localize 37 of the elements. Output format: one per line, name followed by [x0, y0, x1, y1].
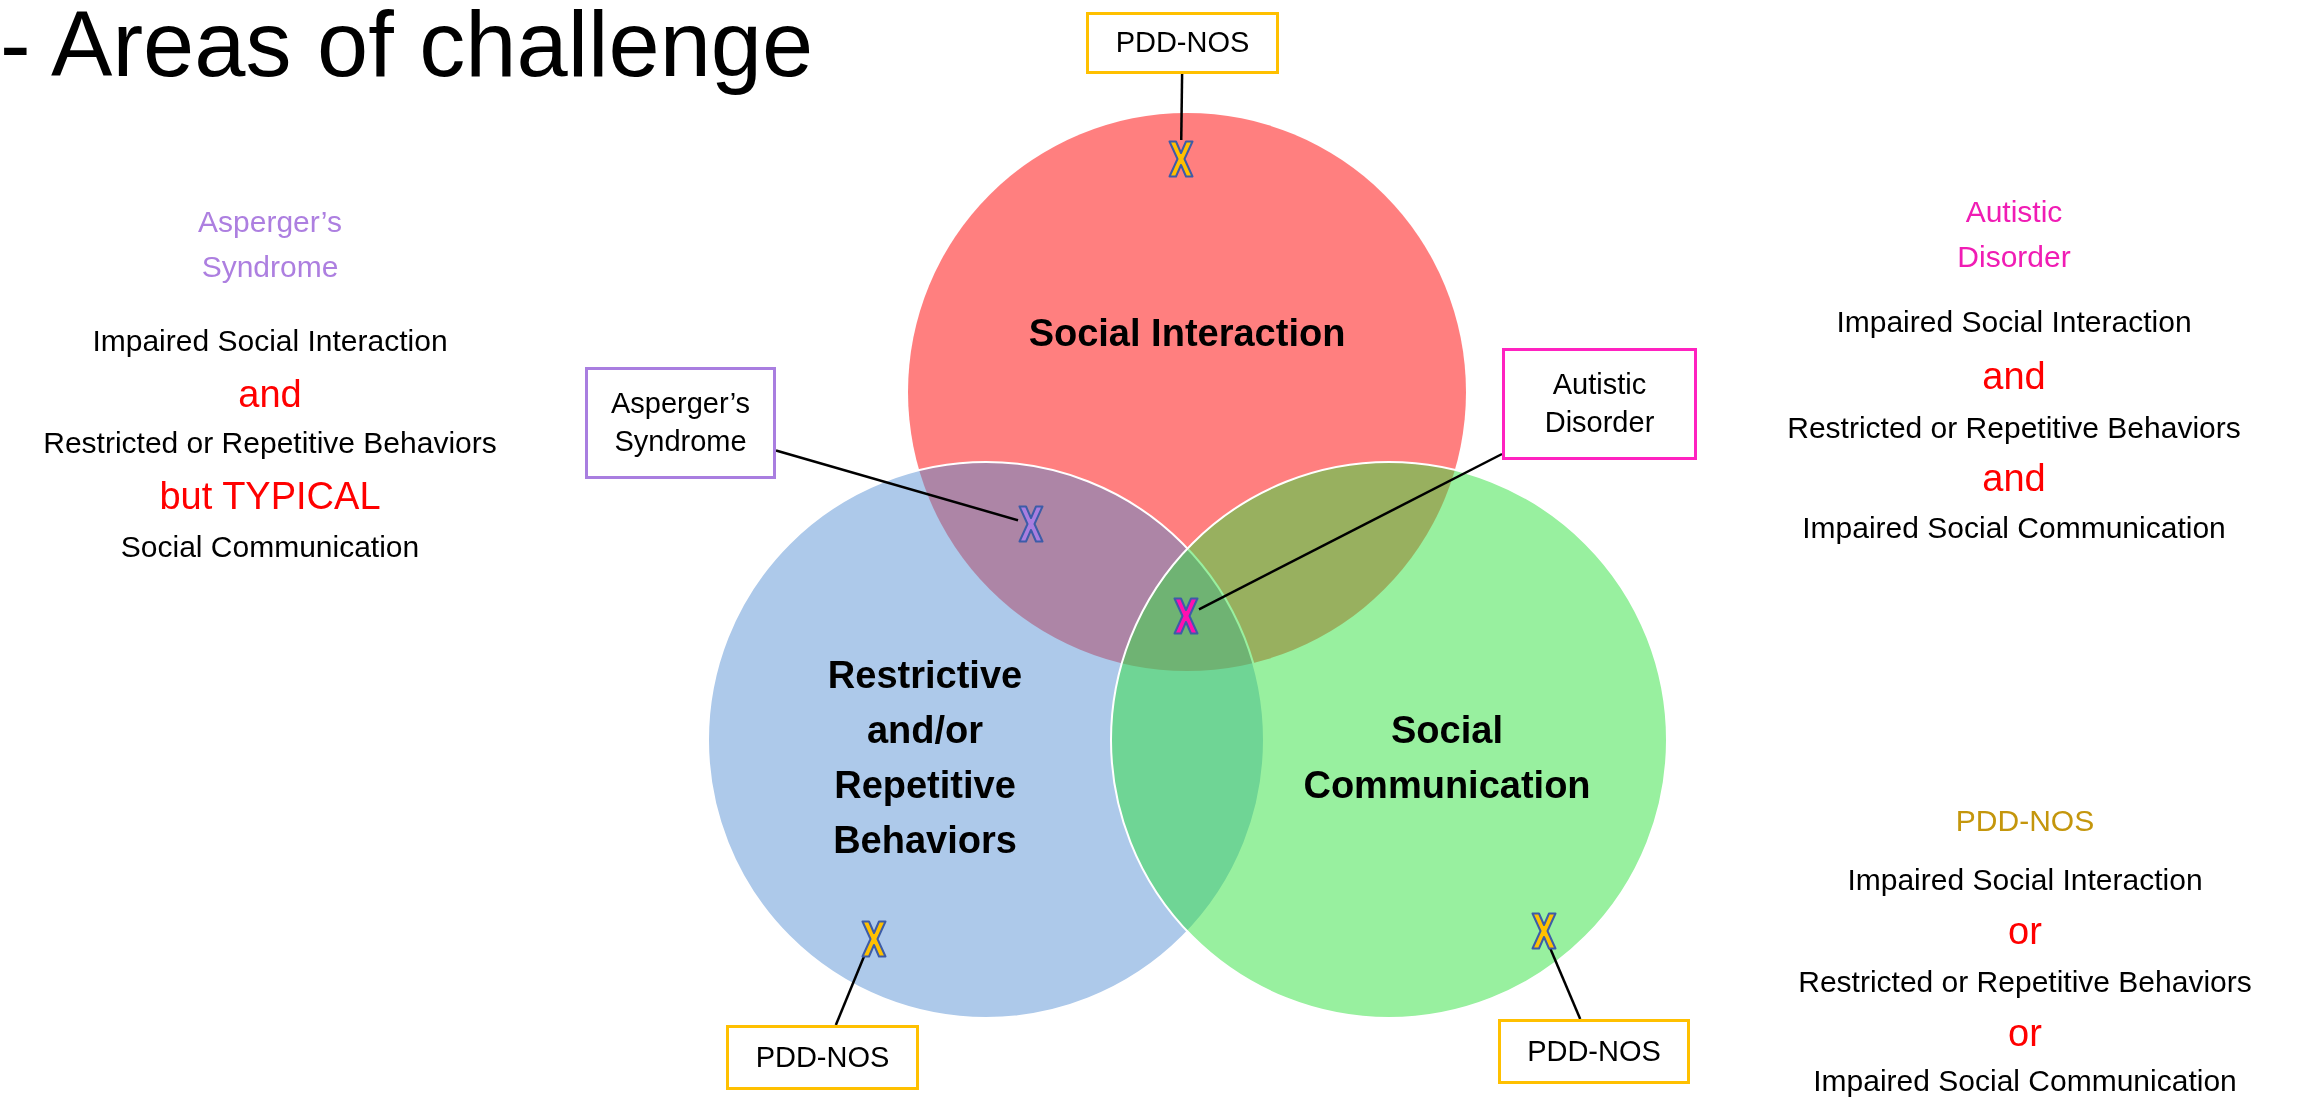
callout-box: Asperger’s Syndrome: [585, 367, 776, 479]
slide-title: - Areas of challenge: [0, 0, 814, 97]
circle-title: Restrictive and/or Repetitive Behaviors: [826, 652, 1024, 864]
criterion-text: Restricted or Repetitive Behaviors: [43, 424, 497, 461]
callout-box: PDD-NOS: [726, 1025, 919, 1090]
criterion-text: Impaired Social Interaction: [1847, 861, 2203, 898]
leader-line: [1548, 947, 1582, 1020]
connective-word: and: [238, 371, 302, 417]
criterion-text: Impaired Social Communication: [1802, 509, 2226, 546]
x-mark: [1018, 505, 1044, 543]
connective-word: and: [1982, 353, 2046, 399]
callout-box: Autistic Disorder: [1502, 348, 1697, 460]
callout-box: PDD-NOS: [1086, 12, 1279, 74]
criterion-text: Impaired Social Interaction: [1836, 303, 2192, 340]
leader-line: [775, 449, 1019, 522]
connective-word: or: [2008, 1010, 2042, 1056]
connective-word: or: [2008, 908, 2042, 954]
connective-word: and: [1982, 455, 2046, 501]
condition-heading: Autistic Disorder: [1956, 194, 2072, 275]
x-mark: [1531, 912, 1557, 950]
leader-line: [1198, 452, 1503, 611]
leader-line: [834, 955, 866, 1026]
circle-title: Social Communication: [1302, 707, 1592, 808]
connective-word: but TYPICAL: [159, 473, 381, 519]
criterion-text: Social Communication: [120, 528, 420, 565]
criterion-text: Restricted or Repetitive Behaviors: [1798, 963, 2252, 1000]
x-mark: [861, 920, 887, 958]
leader-line: [1180, 74, 1184, 140]
criterion-text: Restricted or Repetitive Behaviors: [1787, 409, 2241, 446]
callout-box: PDD-NOS: [1498, 1019, 1690, 1084]
criterion-text: Impaired Social Communication: [1813, 1062, 2237, 1099]
condition-heading: PDD-NOS: [1955, 802, 2095, 839]
x-mark: [1173, 597, 1199, 635]
condition-heading: Asperger’s Syndrome: [197, 204, 343, 285]
x-mark: [1168, 140, 1194, 178]
circle-title: Social Interaction: [1027, 311, 1347, 357]
criterion-text: Impaired Social Interaction: [92, 322, 448, 359]
